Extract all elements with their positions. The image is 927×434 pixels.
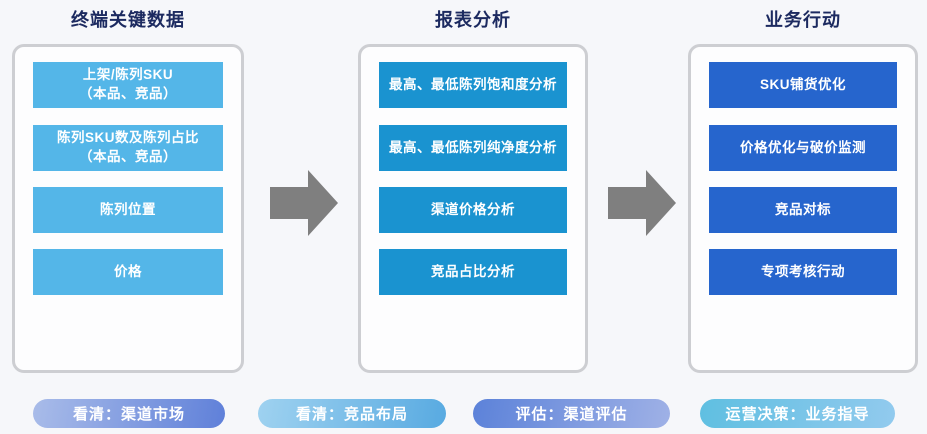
flow-box: SKU铺货优化 — [709, 62, 897, 108]
summary-pill: 看清：渠道市场 — [33, 399, 225, 428]
flow-box: 陈列位置 — [33, 187, 223, 233]
flow-box: 竞品对标 — [709, 187, 897, 233]
right-arrow-icon — [270, 170, 338, 236]
flow-column: 终端关键数据 上架/陈列SKU （本品、竞品） 陈列SKU数及陈列占比 （本品、竞… — [12, 0, 244, 434]
flow-box: 价格优化与破价监测 — [709, 125, 897, 171]
flow-box: 最高、最低陈列饱和度分析 — [379, 62, 567, 108]
column-title: 业务行动 — [765, 10, 841, 30]
summary-pill: 运营决策：业务指导 — [700, 399, 895, 428]
flow-box: 上架/陈列SKU （本品、竞品） — [33, 62, 223, 108]
flow-box: 渠道价格分析 — [379, 187, 567, 233]
right-arrow-icon — [608, 170, 676, 236]
column-panel: 最高、最低陈列饱和度分析最高、最低陈列纯净度分析渠道价格分析竞品占比分析 — [358, 44, 588, 373]
column-panel: 上架/陈列SKU （本品、竞品） 陈列SKU数及陈列占比 （本品、竞品） 陈列位置价… — [12, 44, 244, 373]
column-title: 终端关键数据 — [71, 10, 185, 30]
flow-box: 竞品占比分析 — [379, 249, 567, 295]
column-panel: SKU铺货优化价格优化与破价监测竞品对标专项考核行动 — [688, 44, 918, 373]
column-title: 报表分析 — [435, 10, 511, 30]
flow-box: 价格 — [33, 249, 223, 295]
flow-column: 业务行动 SKU铺货优化价格优化与破价监测竞品对标专项考核行动 — [688, 0, 918, 434]
summary-pill: 看清：竞品布局 — [258, 399, 446, 428]
summary-pill: 评估：渠道评估 — [473, 399, 670, 428]
flow-box: 陈列SKU数及陈列占比 （本品、竞品） — [33, 125, 223, 171]
flow-box: 最高、最低陈列纯净度分析 — [379, 125, 567, 171]
flow-column: 报表分析 最高、最低陈列饱和度分析最高、最低陈列纯净度分析渠道价格分析竞品占比分… — [358, 0, 588, 434]
flow-box: 专项考核行动 — [709, 249, 897, 295]
